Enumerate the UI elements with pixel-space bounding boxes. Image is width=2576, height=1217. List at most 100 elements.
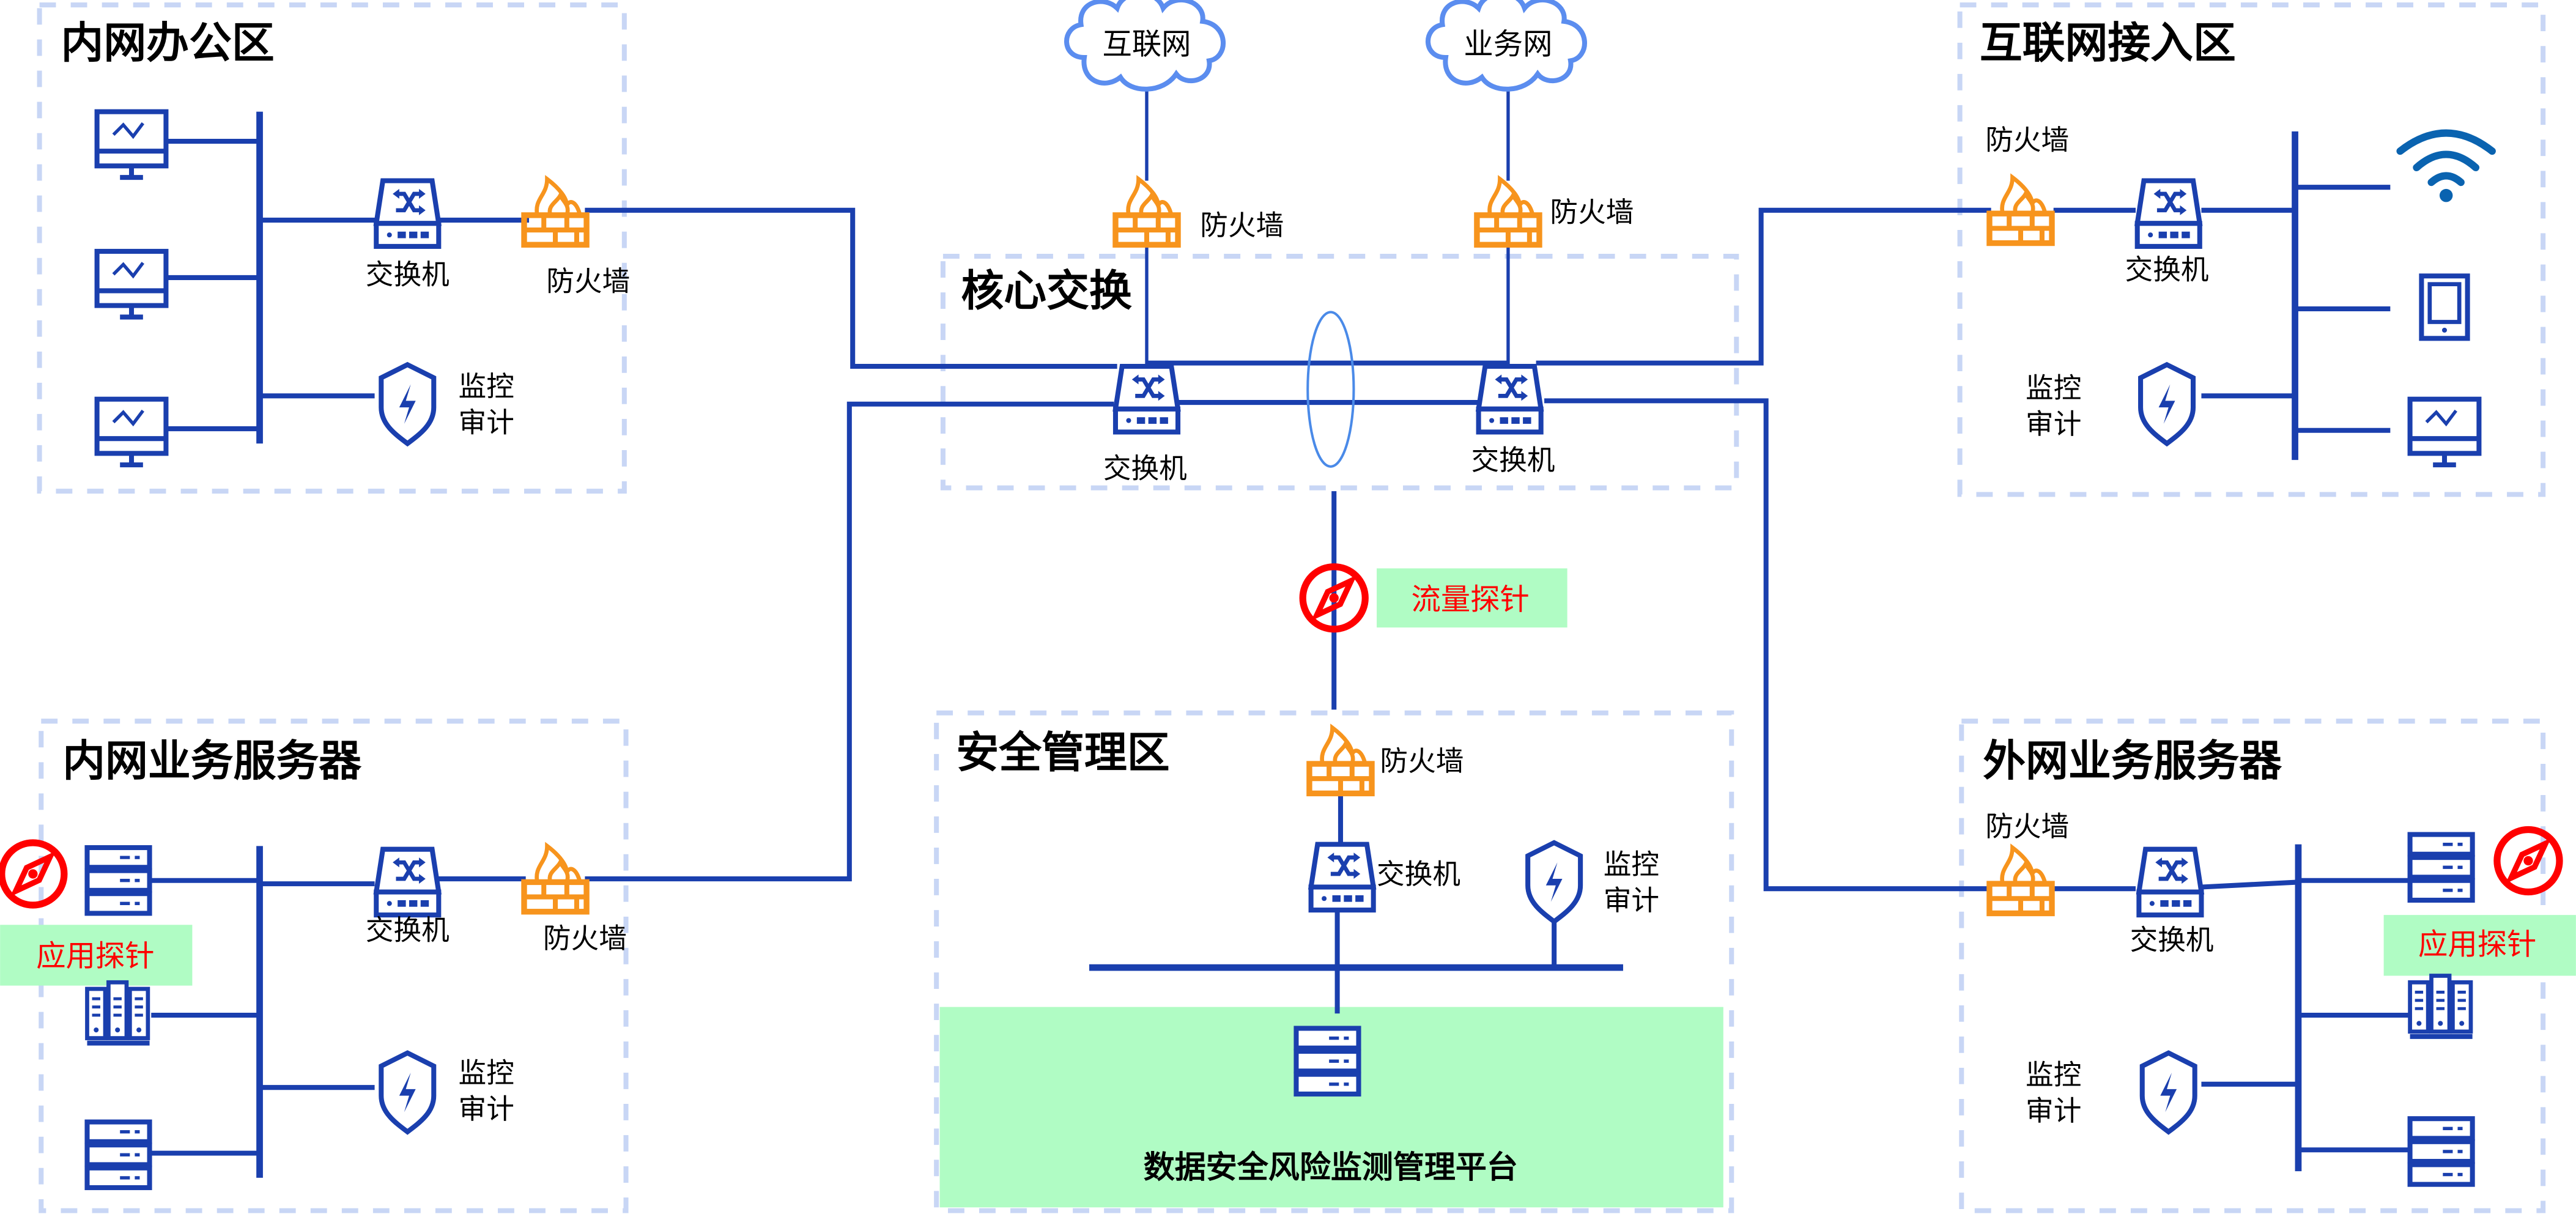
wifi-icon <box>2396 129 2496 202</box>
firewall-flame-inner <box>1333 739 1355 765</box>
switch-port <box>409 231 418 239</box>
switch-base <box>2134 221 2202 249</box>
server-unit <box>2407 1116 2475 1141</box>
intra-app-probe-label: 应用探针 <box>36 939 154 973</box>
intra-audit-shield-icon <box>379 1050 437 1135</box>
lightning-bolt <box>399 384 416 424</box>
cloud-business-net <box>1425 0 1587 92</box>
switch-port <box>1344 895 1352 902</box>
switch-port <box>1160 417 1168 424</box>
switch-arrows <box>1330 855 1357 876</box>
core-to-internet-access-link <box>1536 207 1991 366</box>
sec-audit-shield-icon <box>1525 840 1583 925</box>
zone-title-core: 核心交换 <box>961 267 1131 316</box>
intra-switch-icon <box>373 846 442 918</box>
core-firewall-1-icon <box>1112 175 1181 248</box>
switch-arrowheads <box>1327 853 1361 879</box>
sec-switch-icon <box>1308 842 1377 913</box>
zone-title-security-mgmt: 安全管理区 <box>956 728 1169 777</box>
monitor-screen <box>94 396 169 456</box>
sec-firewall-icon <box>1306 723 1375 797</box>
switch-port <box>2172 900 2180 907</box>
tablet-body <box>2419 273 2470 341</box>
extra-server-3-icon <box>2407 1116 2475 1187</box>
traffic-probe-icon <box>1299 563 1369 633</box>
cloud-label-business-net: 业务网 <box>1464 28 1552 62</box>
server-unit <box>2407 832 2475 857</box>
switch-port <box>398 900 406 907</box>
extra-firewall-icon <box>1986 843 2055 917</box>
zone-office <box>37 2 627 494</box>
labels-layer: 内网办公区 核心交换 互联网接入区 内网业务服务器 安全管理区 外网业务服务器 … <box>36 18 2536 1186</box>
switch-port <box>420 231 429 239</box>
office-pc-1-icon <box>94 109 169 180</box>
server-unit <box>84 868 152 893</box>
sec-switch-label: 交换机 <box>1377 858 1460 890</box>
traffic-probe-label: 流量探针 <box>1411 583 1529 617</box>
tablet-screen <box>2427 282 2462 324</box>
core-switch-1-icon <box>1112 363 1181 435</box>
monitor-graph <box>112 122 144 139</box>
inet-audit-label-1: 监控 <box>2026 372 2081 404</box>
switch-base <box>1308 884 1376 913</box>
core-switch-1-label: 交换机 <box>1103 453 1187 485</box>
office-switch-icon <box>373 178 442 249</box>
tablet-button <box>2441 327 2448 333</box>
zone-core <box>940 253 1739 490</box>
inet-audit-label-2: 审计 <box>2026 408 2081 440</box>
extra-audit-label-1: 监控 <box>2026 1059 2081 1091</box>
cabinet-led <box>136 1027 142 1033</box>
link-aggregation-ellipse <box>1306 311 1355 468</box>
probe-pivot <box>28 869 38 879</box>
switch-port <box>2182 231 2190 239</box>
switch-arrows <box>1135 377 1162 398</box>
extra-server-1-icon <box>2407 832 2475 903</box>
server-unit <box>2407 1139 2475 1164</box>
intra-server-1-icon <box>84 845 152 916</box>
zone-security-mgmt <box>934 710 1734 1213</box>
core-firewall-1-label: 防火墙 <box>1200 209 1284 242</box>
switch-port <box>2170 231 2178 239</box>
switch-port <box>2160 900 2169 907</box>
server-unit <box>84 1119 152 1144</box>
probe-ring <box>0 839 68 909</box>
switch-port <box>420 900 429 907</box>
firewall-flame-inner <box>1500 191 1523 216</box>
server-unit <box>84 1142 152 1167</box>
switch-arrows <box>2158 860 2185 881</box>
firewall-flame-inner <box>2013 859 2035 885</box>
monitor-screen <box>94 109 169 169</box>
lightning-bolt <box>399 1072 416 1112</box>
server-unit <box>84 845 152 870</box>
intra-firewall-icon <box>521 842 590 915</box>
switch-arrows <box>396 191 423 213</box>
cabinet-led <box>2416 1021 2422 1026</box>
wifi-arc-outer <box>2396 129 2496 155</box>
extra-audit-label-2: 审计 <box>2026 1095 2081 1127</box>
cloud-outline <box>1064 0 1226 92</box>
core-switch-2-icon <box>1475 363 1544 435</box>
office-firewall-icon <box>521 175 590 248</box>
cabinet-led <box>2438 1021 2443 1026</box>
zone-title-intranet-servers: 内网业务服务器 <box>62 736 362 786</box>
cabinet-led <box>115 1027 120 1033</box>
highlight-backgrounds <box>0 568 2576 1208</box>
extra-switch-icon <box>2136 846 2205 918</box>
switch-port <box>1523 417 1531 424</box>
switch-port <box>409 900 418 907</box>
inet-pc-icon <box>2407 396 2482 468</box>
inet-firewall-label: 防火墙 <box>1985 124 2069 156</box>
core-to-extranet-link <box>1544 398 1991 892</box>
switch-led <box>2148 232 2153 238</box>
probe-needle <box>10 851 56 897</box>
icons-layer <box>0 0 2563 1191</box>
switch-led <box>2149 901 2155 906</box>
switch-port <box>2158 231 2167 239</box>
extra-app-probe-icon <box>2493 826 2563 896</box>
intra-firewall-label: 防火墙 <box>543 922 627 955</box>
monitor-graph <box>112 409 144 427</box>
server-unit <box>2407 855 2475 880</box>
intra-server-cabinet-icon <box>85 980 150 1046</box>
switch-led <box>1489 418 1495 423</box>
